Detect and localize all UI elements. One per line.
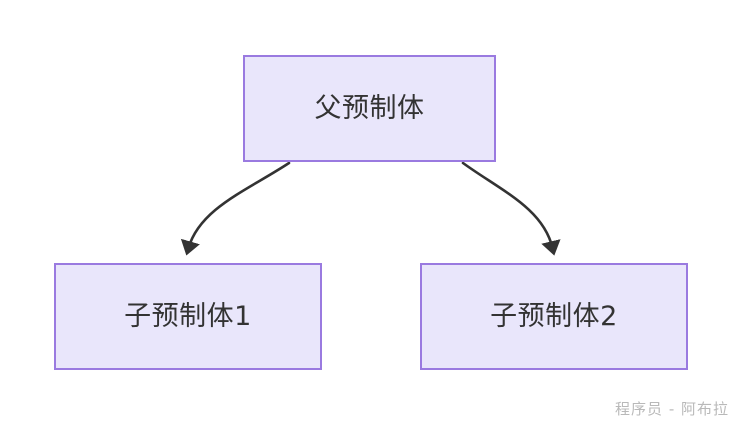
watermark-text: 程序员 - 阿布拉 (615, 400, 729, 418)
node-child-prefab-1[interactable]: 子预制体1 (54, 263, 322, 370)
node-parent-prefab[interactable]: 父预制体 (243, 55, 496, 162)
node-child-prefab-2[interactable]: 子预制体2 (420, 263, 688, 370)
node-child-prefab-1-label: 子预制体1 (124, 300, 252, 332)
edge-parent-to-child-2 (461, 161, 561, 256)
node-parent-prefab-label: 父预制体 (314, 92, 425, 124)
node-child-prefab-2-label: 子预制体2 (490, 300, 618, 332)
edge-parent-to-child-1 (180, 161, 291, 256)
